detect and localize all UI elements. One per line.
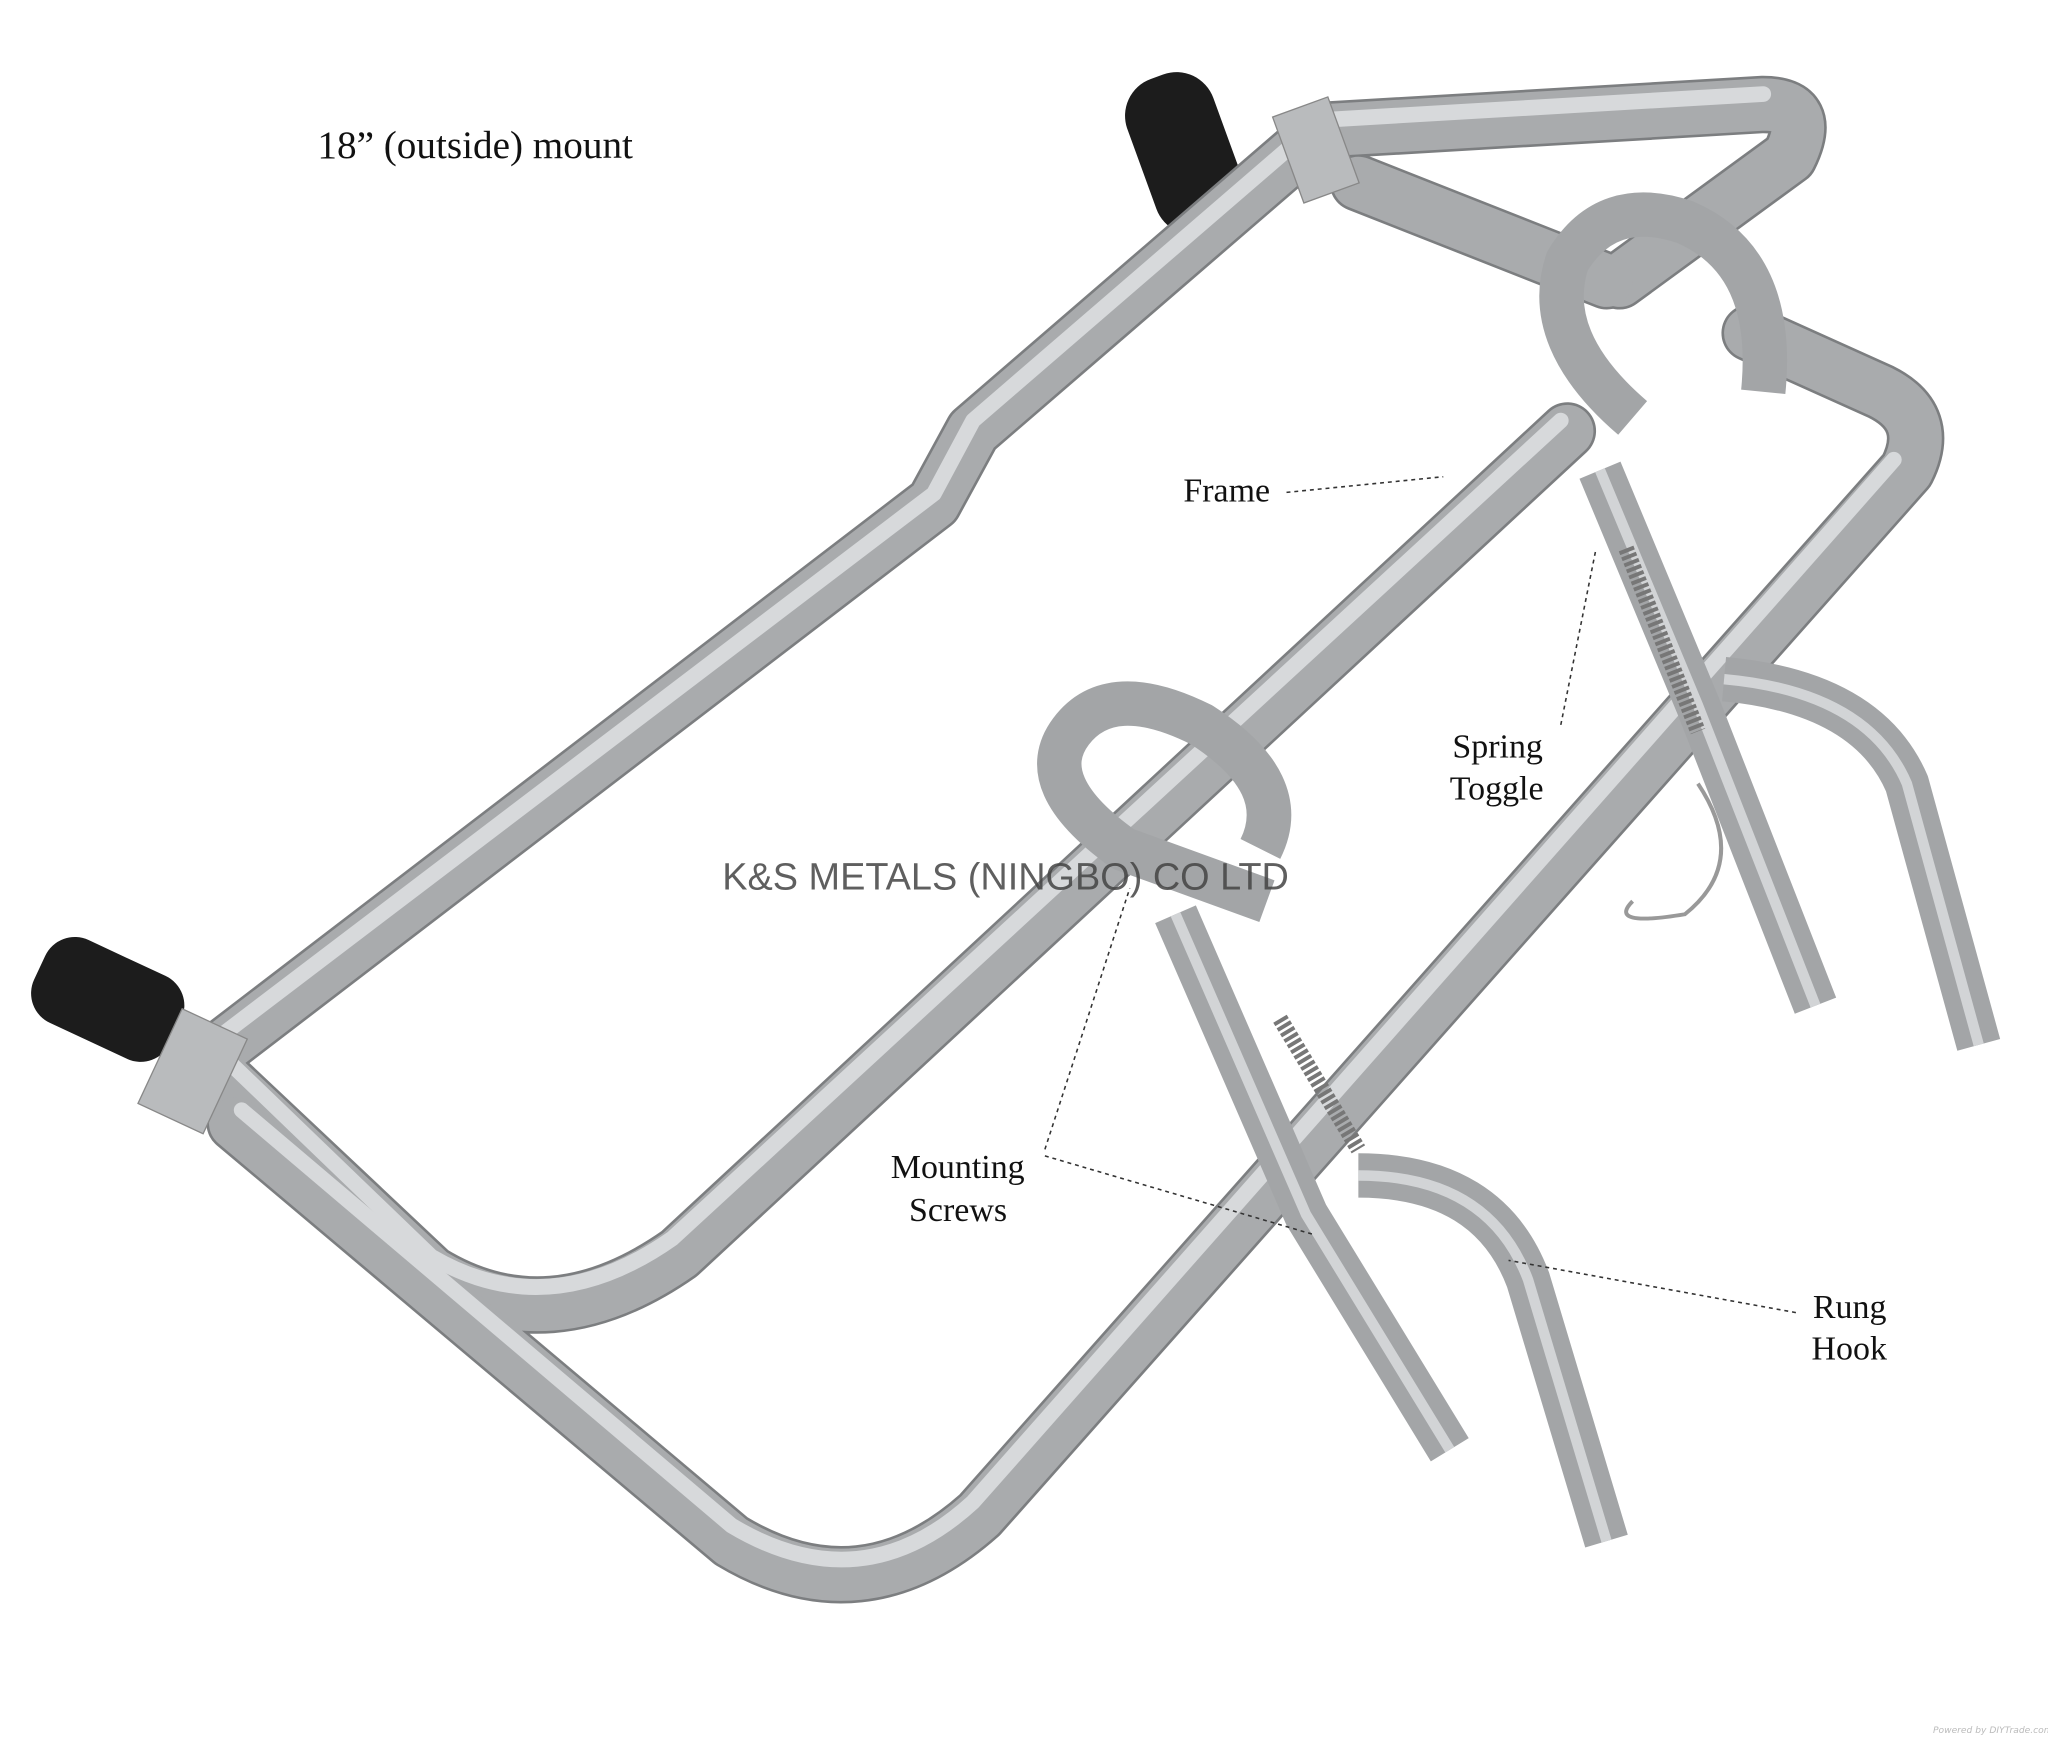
- company-watermark: K&S METALS (NINGBO) CO LTD: [722, 856, 1289, 898]
- ladder-rack-frame: [31, 72, 1945, 1604]
- mounting-leader-1: [1044, 887, 1131, 1150]
- spring-back: [1618, 545, 1706, 735]
- label-hook: Hook: [1812, 1331, 1887, 1368]
- spring-front: [1273, 1014, 1366, 1154]
- frame-leader: [1286, 475, 1444, 494]
- rubber-mount-left: [31, 936, 185, 1062]
- label-screws: Screws: [909, 1192, 1007, 1229]
- mount-size-title: 18” (outside) mount: [317, 124, 633, 167]
- rung-hook-front: [1037, 681, 1628, 1548]
- label-spring: Spring: [1452, 729, 1543, 766]
- rung-hook-back: [1539, 192, 2001, 1051]
- rung-leader: [1508, 1259, 1797, 1314]
- powered-by-credit: Powered by DIYTrade.com: [1933, 1726, 2048, 1736]
- spring-leader: [1560, 548, 1597, 726]
- label-mounting: Mounting: [891, 1149, 1025, 1186]
- label-rung: Rung: [1813, 1289, 1887, 1326]
- label-frame: Frame: [1183, 473, 1270, 510]
- label-toggle: Toggle: [1450, 770, 1544, 807]
